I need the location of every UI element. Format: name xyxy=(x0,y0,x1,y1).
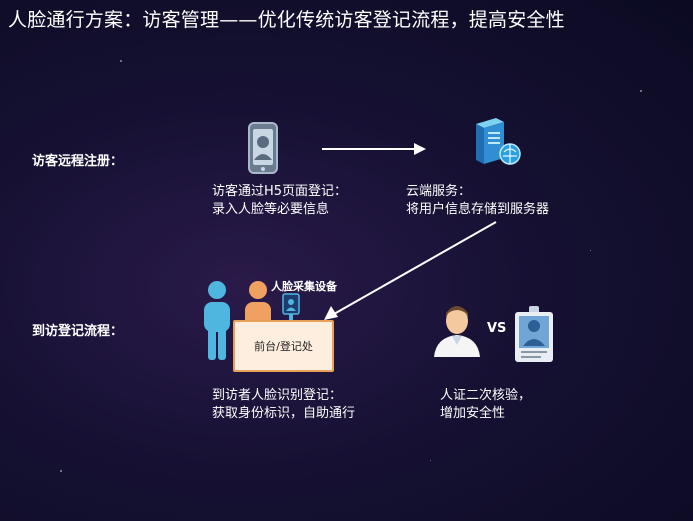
id-badge-icon xyxy=(515,306,553,362)
arrow-to-front-desk xyxy=(324,221,497,320)
caption-visitor-recognition: 到访者人脸识别登记： 获取身份标识，自助通行 xyxy=(212,387,355,423)
caption-id-verification: 人证二次核验， 增加安全性 xyxy=(440,387,531,423)
caption-cloud-line1: 云端服务： xyxy=(406,184,472,199)
caption-visit-line1: 到访者人脸识别登记： xyxy=(212,388,343,403)
vs-label: VS xyxy=(487,321,507,336)
front-desk-label: 前台/登记处 xyxy=(254,340,313,353)
face-capture-device-icon xyxy=(282,293,300,322)
caption-verify-line1: 人证二次核验， xyxy=(440,388,532,403)
caption-visit-line2: 获取身份标识，自助通行 xyxy=(212,406,356,421)
slide-title: 人脸通行方案：访客管理——优化传统访客登记流程，提高安全性 xyxy=(8,9,565,31)
arrow-to-cloud xyxy=(322,143,426,155)
row-label-onsite-process: 到访登记流程： xyxy=(32,324,124,339)
person-icon xyxy=(434,306,480,357)
row-label-remote-registration: 访客远程注册： xyxy=(32,154,124,169)
caption-cloud-service: 云端服务： 将用户信息存储到服务器 xyxy=(406,183,549,219)
phone-face-icon xyxy=(248,122,278,174)
cloud-server-icon xyxy=(476,118,521,165)
caption-h5-line1: 访客通过H5页面登记： xyxy=(212,184,348,199)
caption-h5-line2: 录入人脸等必要信息 xyxy=(212,202,330,217)
caption-verify-line2: 增加安全性 xyxy=(440,406,506,421)
front-desk: 前台/登记处 xyxy=(233,320,334,372)
face-device-label: 人脸采集设备 xyxy=(271,280,337,293)
caption-cloud-line2: 将用户信息存储到服务器 xyxy=(406,202,550,217)
caption-h5-registration: 访客通过H5页面登记： 录入人脸等必要信息 xyxy=(212,183,347,219)
